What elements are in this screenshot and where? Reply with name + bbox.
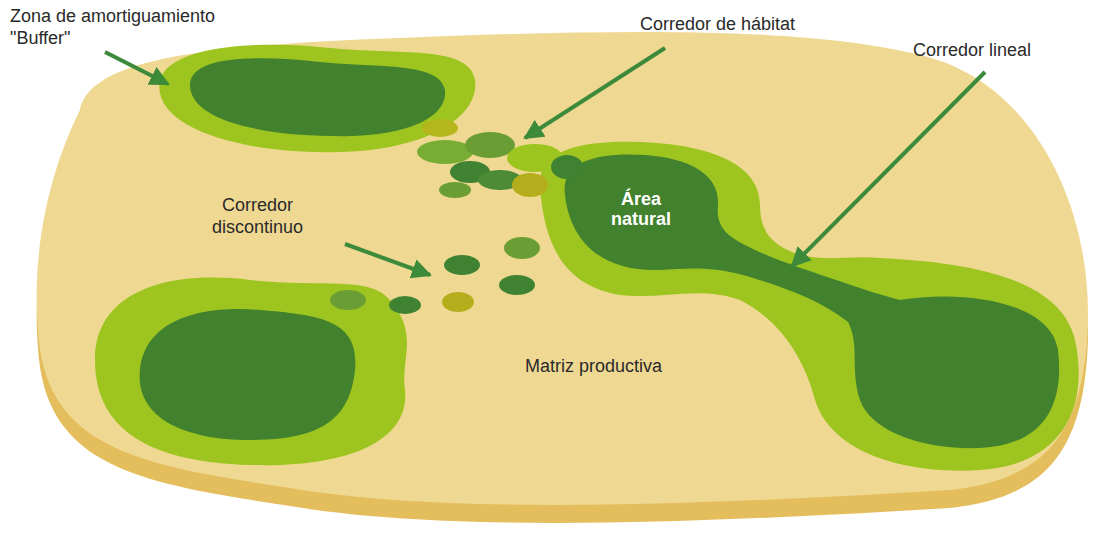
habitat-corridor-patches	[417, 119, 583, 198]
natural-areas	[95, 45, 1079, 471]
natural-area	[140, 309, 356, 440]
callout-label: Corredor lineal	[913, 40, 1031, 62]
buffer-zone	[540, 142, 1079, 471]
node-text: Matriz productiva	[525, 356, 662, 378]
leader-arrow	[345, 244, 430, 275]
natural-area	[190, 58, 445, 136]
callout-label: Corredor discontinuo	[212, 195, 303, 238]
natural-area-with-linear-corridor	[565, 154, 1060, 448]
leader-arrow	[525, 48, 665, 138]
buffer-zone	[159, 45, 475, 153]
island-top	[37, 32, 1088, 505]
leader-arrow	[105, 52, 168, 84]
leader-arrows	[105, 48, 985, 275]
leader-arrow	[792, 72, 985, 266]
node-text: Área natural	[611, 190, 671, 230]
natural-area-label-box: Área natural	[611, 190, 671, 230]
callout-label: Corredor de hábitat	[640, 14, 795, 36]
matrix-island	[37, 32, 1088, 523]
discontinuous-corridor-patches	[330, 237, 540, 314]
callout-label: Zona de amortiguamiento "Buffer"	[10, 6, 250, 49]
buffer-zone	[95, 278, 407, 466]
